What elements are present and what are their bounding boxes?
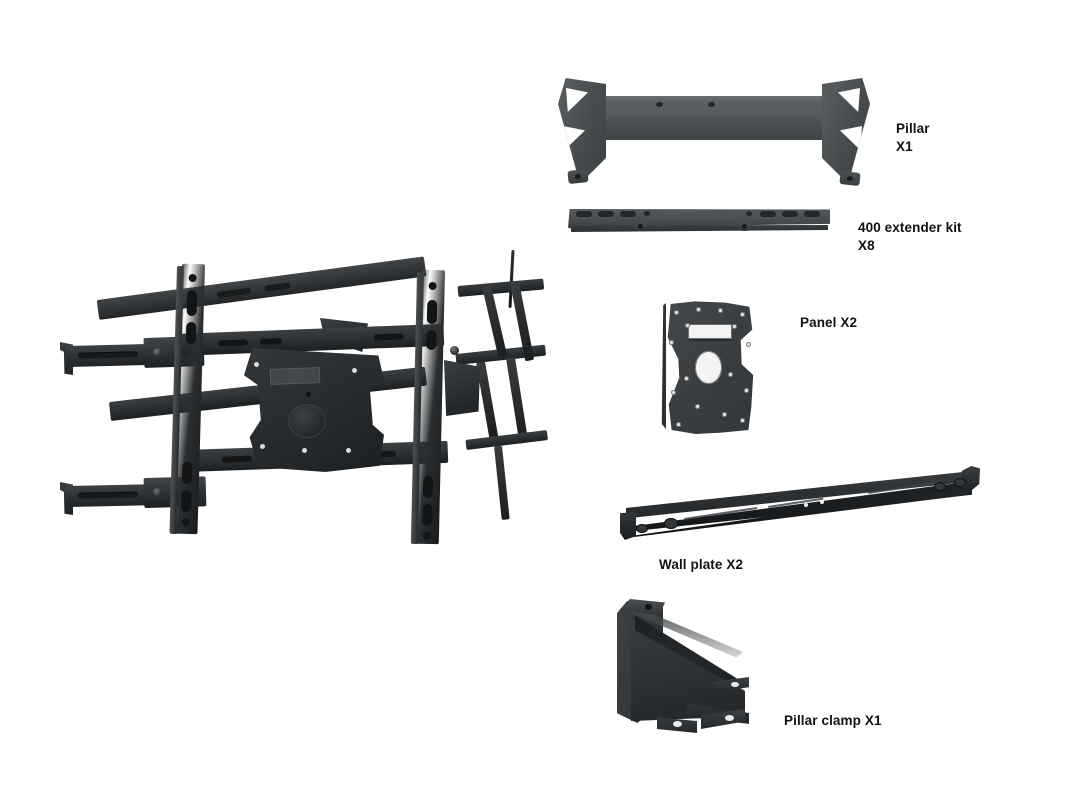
pillar-tab-left [567, 168, 589, 185]
part-extender-kit-illustration [568, 205, 830, 239]
label-wall-plate: Wall plate X2 [659, 557, 744, 572]
arm-bolt-upper-a [153, 348, 162, 357]
assembly-center-plate [244, 348, 384, 472]
tilt-pivot-block [444, 360, 480, 416]
extender-lip [570, 225, 828, 232]
label-pillar: Pillar X1 [896, 121, 930, 154]
tilt-pivot-bolt [450, 346, 459, 355]
assembly-rear-crossbar-upper [96, 256, 427, 320]
pillar-end-plate-right [822, 78, 870, 178]
tv-mount-assembly-illustration [58, 249, 548, 562]
wall-plate-boss-d [954, 478, 966, 487]
center-plate-slot [269, 367, 321, 385]
part-pillar-illustration [556, 72, 872, 188]
label-pillar-clamp: Pillar clamp X1 [784, 713, 882, 728]
tilt-link-upper [482, 284, 508, 358]
pillar-beam [592, 96, 836, 140]
panel-left-edge [661, 303, 666, 429]
tilt-arm-bottom [465, 430, 548, 450]
assembly-front-crossbar-upper [177, 323, 445, 356]
extender-boss-left [634, 222, 647, 231]
panel-center-opening [695, 351, 722, 384]
label-extender-kit: 400 extender kit X8 [858, 220, 962, 253]
extender-boss-right [738, 222, 751, 231]
label-panel: Panel X2 [800, 315, 858, 330]
arm-bolt-lower-a [153, 488, 162, 497]
panel-cable-slot [688, 324, 732, 339]
center-plate-disc [288, 404, 326, 438]
assembly-vertical-rail-right [415, 269, 445, 545]
part-pillar-clamp-illustration [605, 593, 761, 735]
wall-plate-end-right [962, 466, 980, 492]
wall-plate-end-left [620, 512, 636, 540]
wall-plate-boss-a [636, 524, 648, 533]
clamp-mount-tab-front [657, 717, 697, 733]
part-wall-plate-illustration [618, 462, 980, 548]
part-panel-illustration [661, 300, 758, 434]
pillar-tab-right [839, 170, 861, 187]
clamp-top-cap [619, 599, 665, 615]
tilt-link-tail [494, 445, 510, 521]
tilt-link-lower-outer [506, 357, 529, 444]
tilt-arm-top [457, 278, 545, 297]
pillar-end-plate-left [558, 78, 606, 178]
wall-plate-boss-b [664, 518, 678, 529]
wall-plate-boss-c [934, 482, 946, 491]
